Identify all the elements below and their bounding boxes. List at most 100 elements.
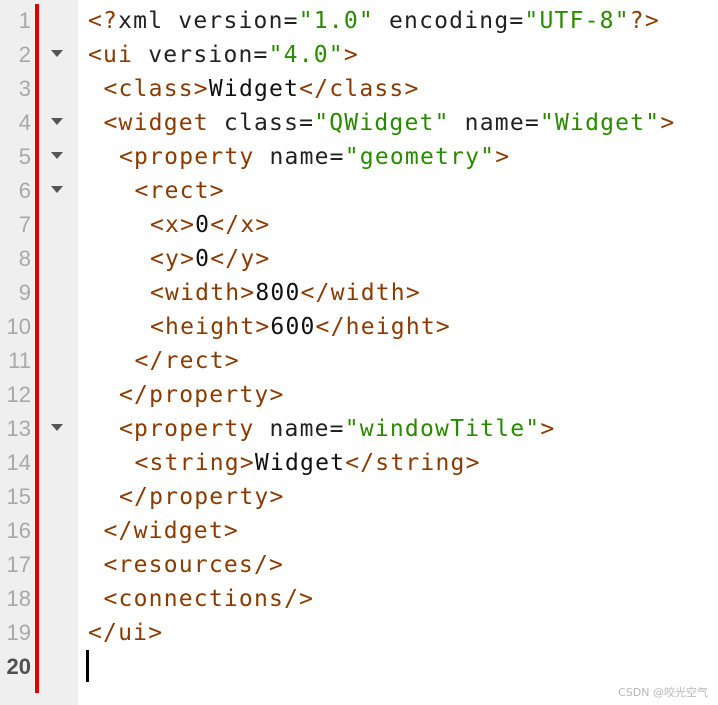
code-text: <property name="geometry"> bbox=[119, 142, 510, 172]
code-line[interactable]: 2 <ui version="4.0"> bbox=[0, 38, 718, 72]
code-token: > bbox=[343, 42, 359, 68]
code-token: </height> bbox=[315, 314, 451, 340]
code-token: </class> bbox=[299, 76, 420, 102]
code-line[interactable]: 20 bbox=[0, 650, 718, 684]
code-text: <width>800</width> bbox=[150, 278, 421, 308]
code-token: <connections/> bbox=[103, 586, 315, 612]
code-text: <y>0</y> bbox=[150, 244, 270, 274]
code-text: <resources/> bbox=[104, 550, 285, 580]
code-token: > bbox=[495, 144, 511, 170]
line-number: 5 bbox=[18, 144, 31, 169]
code-text: <property name="windowTitle"> bbox=[119, 414, 555, 444]
code-line[interactable]: 8 <y>0</y> bbox=[0, 242, 718, 276]
code-token: "4.0" bbox=[268, 42, 344, 68]
code-token: <ui bbox=[88, 42, 149, 68]
code-token: <x> bbox=[150, 212, 196, 238]
line-number: 10 bbox=[6, 314, 31, 339]
code-token: > bbox=[660, 110, 676, 136]
code-line[interactable]: 7 <x>0</x> bbox=[0, 208, 718, 242]
line-number: 16 bbox=[6, 518, 31, 543]
code-text: </property> bbox=[119, 482, 285, 512]
line-number: 11 bbox=[8, 348, 31, 373]
code-token: name= bbox=[269, 144, 345, 170]
code-token: "UTF-8" bbox=[524, 8, 630, 34]
code-text: </ui> bbox=[88, 618, 163, 648]
fold-toggle-icon[interactable] bbox=[51, 152, 63, 159]
code-line[interactable]: 19</ui> bbox=[0, 616, 718, 650]
code-token: Widget bbox=[254, 450, 346, 476]
fold-toggle-icon[interactable] bbox=[51, 186, 63, 193]
code-token: <width> bbox=[150, 280, 256, 306]
code-token: <property bbox=[119, 416, 270, 442]
code-text: <string>Widget</string> bbox=[135, 448, 481, 478]
code-token: </rect> bbox=[134, 348, 240, 374]
line-number: 9 bbox=[18, 280, 31, 305]
code-token: <string> bbox=[134, 450, 255, 476]
code-token: xml version= bbox=[118, 8, 299, 34]
line-number: 14 bbox=[6, 450, 31, 475]
line-number: 12 bbox=[6, 382, 31, 407]
code-line[interactable]: 1 <?xml version="1.0" encoding="UTF-8"?> bbox=[0, 4, 718, 38]
code-line[interactable]: 13 <property name="windowTitle"> bbox=[0, 412, 718, 446]
line-number: 3 bbox=[18, 76, 31, 101]
line-number: 18 bbox=[6, 586, 31, 611]
text-caret bbox=[86, 650, 89, 682]
code-line[interactable]: 11 </rect> bbox=[0, 344, 718, 378]
code-token: </string> bbox=[345, 450, 481, 476]
code-token: "Widget" bbox=[539, 110, 661, 136]
code-token: </x> bbox=[210, 212, 271, 238]
code-token: "1.0" bbox=[298, 8, 374, 34]
line-number: 8 bbox=[18, 246, 31, 271]
code-token: 600 bbox=[270, 314, 316, 340]
code-text: <ui version="4.0"> bbox=[88, 40, 359, 70]
code-token: <y> bbox=[150, 246, 196, 272]
code-line[interactable]: 3 <class>Widget</class> bbox=[0, 72, 718, 106]
code-token: "QWidget" bbox=[314, 110, 450, 136]
line-number: 20 bbox=[6, 654, 31, 679]
fold-toggle-icon[interactable] bbox=[51, 118, 63, 125]
code-line[interactable]: 17<resources/> bbox=[0, 548, 718, 582]
code-token: </property> bbox=[119, 484, 285, 510]
code-token: name= bbox=[449, 110, 540, 136]
code-line[interactable]: 10 <height>600</height> bbox=[0, 310, 718, 344]
code-text: </rect> bbox=[135, 346, 240, 376]
line-number: 13 bbox=[6, 416, 31, 441]
code-token: </width> bbox=[300, 280, 421, 306]
line-number: 2 bbox=[18, 42, 31, 67]
code-token: <rect> bbox=[134, 178, 225, 204]
code-line[interactable]: 18 <connections/> bbox=[0, 582, 718, 616]
code-text: <class>Widget</class> bbox=[104, 74, 420, 104]
line-number: 1 bbox=[18, 8, 31, 33]
code-token: "geometry" bbox=[344, 144, 496, 170]
code-token: </widget> bbox=[103, 518, 239, 544]
code-text: </widget> bbox=[104, 516, 239, 546]
code-token: ?> bbox=[629, 8, 660, 34]
fold-toggle-icon[interactable] bbox=[51, 424, 63, 431]
code-line[interactable]: 16 </widget> bbox=[0, 514, 718, 548]
code-line[interactable]: 14 <string>Widget</string> bbox=[0, 446, 718, 480]
code-line[interactable]: 12 </property> bbox=[0, 378, 718, 412]
code-token: <resources/> bbox=[103, 552, 285, 578]
code-token: 0 bbox=[195, 246, 211, 272]
code-line[interactable]: 9 <width>800</width> bbox=[0, 276, 718, 310]
fold-toggle-icon[interactable] bbox=[51, 50, 63, 57]
line-number: 7 bbox=[18, 212, 31, 237]
code-token: class= bbox=[223, 110, 315, 136]
code-line[interactable]: 15 </property> bbox=[0, 480, 718, 514]
code-text: <?xml version="1.0" encoding="UTF-8"?> bbox=[88, 6, 660, 36]
line-number: 6 bbox=[18, 178, 31, 203]
code-line[interactable]: 6 <rect> bbox=[0, 174, 718, 208]
code-text: <height>600</height> bbox=[150, 312, 451, 342]
code-token: <height> bbox=[150, 314, 271, 340]
code-text: </property> bbox=[119, 380, 285, 410]
code-token: </ui> bbox=[88, 620, 164, 646]
code-token: 800 bbox=[255, 280, 301, 306]
code-token: <class> bbox=[103, 76, 209, 102]
line-number-gutter bbox=[0, 0, 78, 705]
code-token: 0 bbox=[195, 212, 211, 238]
code-line[interactable]: 4<widget class="QWidget" name="Widget"> bbox=[0, 106, 718, 140]
line-number: 15 bbox=[6, 484, 31, 509]
code-text: <x>0</x> bbox=[150, 210, 270, 240]
code-line[interactable]: 5 <property name="geometry"> bbox=[0, 140, 718, 174]
